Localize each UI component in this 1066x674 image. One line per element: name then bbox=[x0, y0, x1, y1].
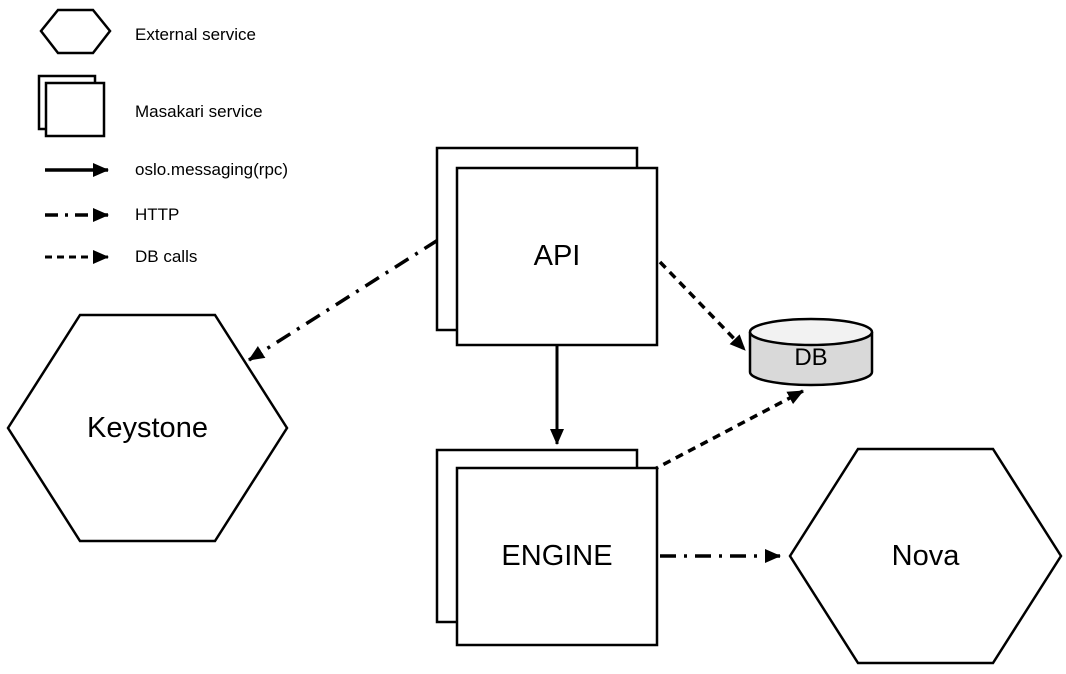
edge-api-db-calls bbox=[658, 260, 747, 352]
db-cylinder-top bbox=[748, 317, 874, 347]
nova-hexagon bbox=[788, 447, 1063, 665]
legend-hexagon-icon bbox=[39, 8, 112, 55]
engine-box-front bbox=[455, 466, 659, 647]
db-cylinder-body bbox=[748, 332, 874, 387]
edge-engine-db-calls bbox=[650, 389, 804, 473]
api-box-front bbox=[455, 166, 659, 347]
edge-api-keystone-http bbox=[248, 238, 439, 362]
keystone-hexagon bbox=[6, 313, 289, 543]
legend-stacked-squares-front-icon bbox=[44, 81, 106, 138]
